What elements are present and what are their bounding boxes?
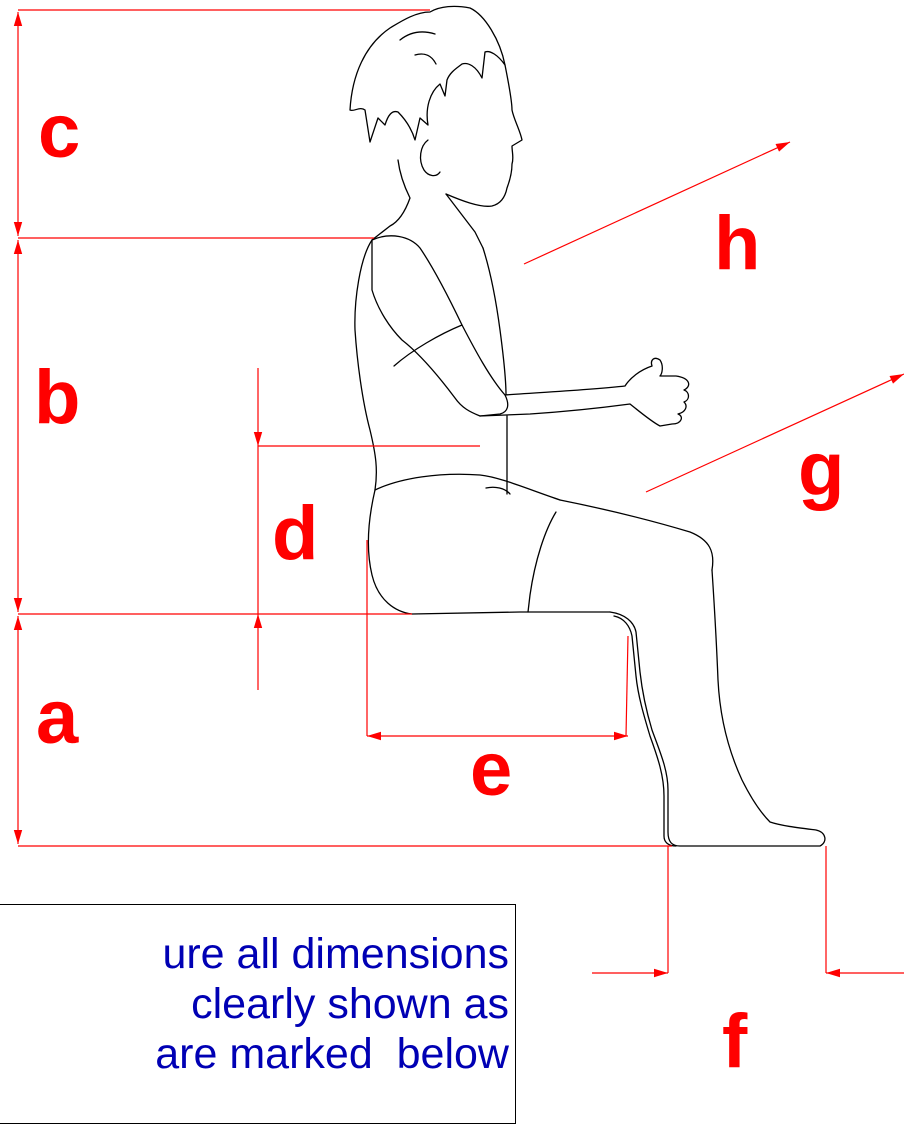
person-outline [349,5,826,847]
label-f: f [722,999,748,1084]
label-d: d [272,491,319,576]
label-b: b [34,355,81,440]
label-a: a [36,675,79,760]
seated-figure-diagram: c b a d e f g h ure all dimensions clear… [0,5,904,1124]
upper-arm [371,235,509,417]
buttocks [367,489,611,615]
label-h: h [714,201,761,286]
shorts [374,473,561,501]
torso-front [482,247,507,396]
ext-line-e-right [625,635,629,737]
face [445,64,523,207]
thigh [559,499,714,571]
note-box: ure all dimensions clearly shown as are … [0,904,516,1124]
diagram-canvas [13,5,904,978]
torso-back [354,239,377,491]
arrow-h [523,141,791,265]
lower-leg [609,569,826,847]
arrow-g [645,373,904,493]
label-g: g [798,427,845,512]
ear [419,139,441,177]
forearm-hand [479,357,690,427]
label-e: e [470,727,513,812]
note-text: ure all dimensions clearly shown as are … [155,930,509,1078]
label-c: c [38,89,81,174]
hair [349,5,506,143]
dimension-lines [13,9,904,978]
